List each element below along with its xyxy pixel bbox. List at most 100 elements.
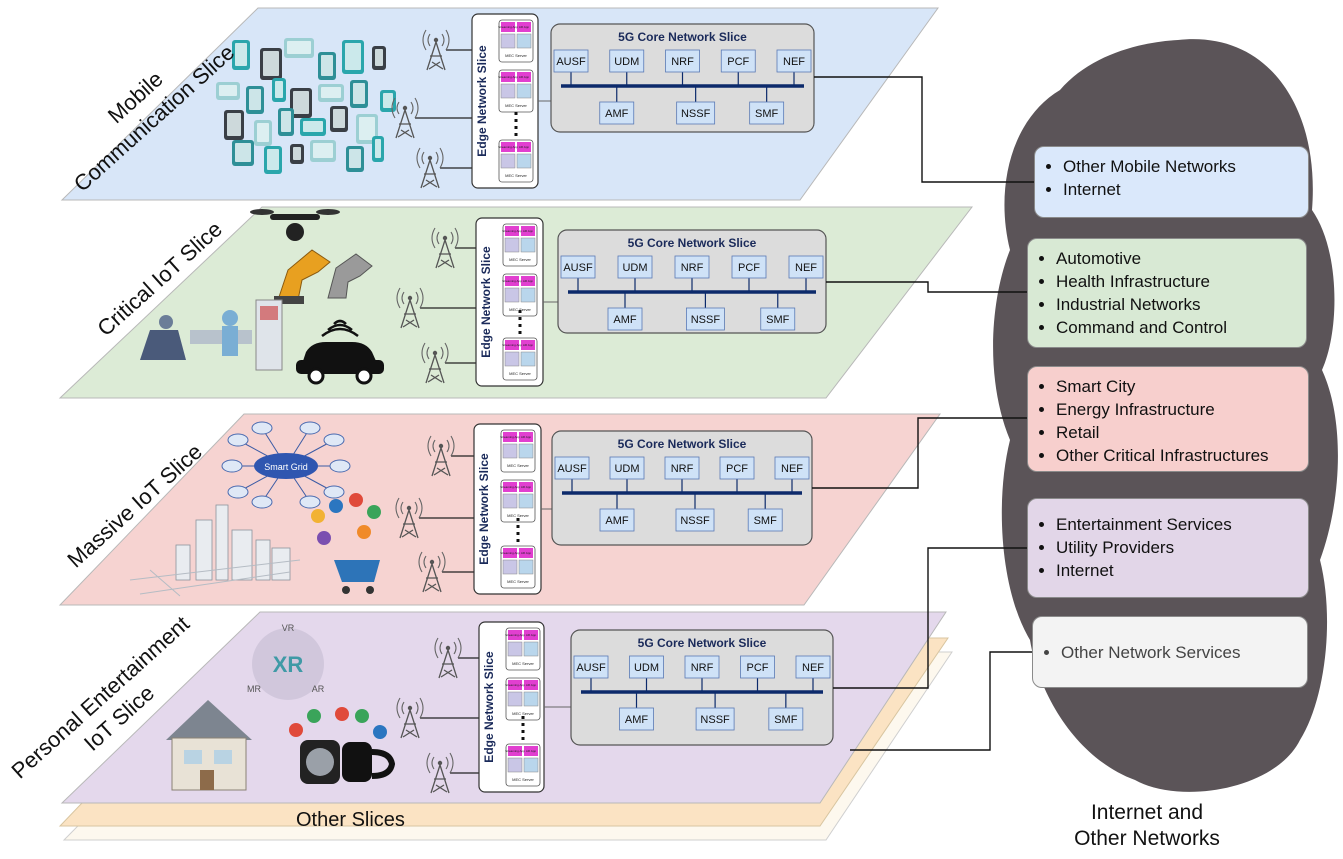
tower-waves: [422, 29, 450, 51]
nf-label-nssf: NSSF: [700, 714, 730, 726]
massive-iot-icons: Smart Grid: [129, 421, 381, 597]
xr-label: XR: [273, 652, 304, 677]
antenna-tower-icon: [427, 435, 455, 477]
tower-waves: [396, 697, 424, 719]
ar-app-label: AR App: [526, 633, 537, 637]
tower-waves: [431, 227, 459, 249]
other-slices-label: Other Slices: [296, 809, 405, 831]
server-block: [500, 83, 516, 99]
server-block: [516, 33, 532, 49]
streaming-app-block: [501, 142, 515, 152]
ar-app-block: [521, 226, 535, 236]
band-case: [342, 742, 372, 782]
phone-screen: [303, 121, 323, 132]
service-item: Utility Providers: [1056, 536, 1298, 559]
nf-label-nrf: NRF: [671, 463, 694, 475]
notification-bubble: [373, 725, 387, 739]
ar-app-label: AR App: [521, 435, 532, 439]
streaming-app-label: Streaming App: [498, 25, 518, 29]
service-item: Internet: [1056, 559, 1298, 582]
ellipsis-dot: [514, 119, 518, 122]
network-link: [812, 417, 1027, 489]
house-roof: [166, 700, 252, 740]
service-box-critical-iot: AutomotiveHealth InfrastructureIndustria…: [1027, 238, 1307, 348]
nf-box: [740, 655, 775, 679]
service-item: Internet: [1063, 178, 1298, 201]
xr-icon: XR VR MR AR: [247, 623, 325, 700]
nf-label-nef: NEF: [781, 463, 803, 475]
nf-label-amf: AMF: [605, 108, 629, 120]
mr-label: MR: [247, 684, 261, 694]
shopping-cart: [334, 560, 380, 582]
ellipsis-dot: [521, 737, 525, 740]
smartwatch-icon: [289, 707, 396, 784]
nf-label-smf: SMF: [754, 515, 778, 527]
ar-app-block: [524, 746, 538, 756]
nf-box: [795, 655, 831, 679]
nf-box: [686, 307, 725, 331]
edge-slice-title: Edge Network Slice: [475, 45, 489, 157]
surgical-robot-icon: [140, 299, 283, 371]
antenna-tower-icon: [431, 227, 459, 269]
watch-face: [306, 748, 334, 776]
tower-top: [437, 760, 443, 766]
vr-label: VR: [282, 623, 295, 633]
drone-icon: [250, 209, 340, 241]
ellipsis-dot: [516, 532, 520, 535]
server-block: [520, 237, 536, 253]
cart-wheel: [366, 586, 374, 594]
phone-screen: [249, 89, 261, 110]
ar-app-label: AR App: [523, 343, 534, 347]
service-item: Industrial Networks: [1056, 293, 1296, 316]
streaming-app-label: Streaming App: [500, 435, 520, 439]
service-item: Other Network Services: [1061, 641, 1297, 664]
smart-city-icon: [129, 504, 301, 597]
critical-iot-icons: [140, 209, 384, 385]
nf-box: [768, 707, 804, 731]
streaming-app-block: [503, 482, 517, 492]
nf-box: [664, 456, 700, 480]
robot-arm: [327, 253, 373, 299]
server-block: [500, 33, 516, 49]
xr-circle: [252, 628, 324, 700]
phone-screen: [345, 43, 361, 70]
ar-app-label: AR App: [523, 229, 534, 233]
nf-box: [665, 49, 700, 73]
grid-node: [227, 485, 249, 499]
nf-box: [573, 655, 609, 679]
smart-grid-label: Smart Grid: [264, 462, 308, 472]
ar-label: AR: [312, 684, 325, 694]
robot-arm-icon: [274, 249, 373, 304]
mec-server-label: MEC Server: [507, 463, 529, 468]
ar-app-block: [517, 22, 531, 32]
tower-top: [432, 350, 438, 356]
network-link: [833, 547, 1027, 689]
streaming-app-label: Streaming App: [502, 279, 522, 283]
ellipsis-dot: [516, 518, 520, 521]
tower-waves: [416, 147, 444, 169]
nf-label-nef: NEF: [783, 56, 805, 68]
ellipsis-dot: [514, 126, 518, 129]
nf-label-udm: UDM: [614, 463, 639, 475]
tower-top: [402, 105, 408, 111]
antenna-tower-icon: [426, 752, 454, 794]
service-item: Health Infrastructure: [1056, 270, 1296, 293]
nf-label-pcf: PCF: [747, 662, 769, 674]
nf-label-amf: AMF: [613, 314, 637, 326]
phone-screen: [267, 149, 279, 170]
phone-screen: [293, 91, 309, 114]
nf-box: [731, 255, 767, 279]
server-block: [504, 287, 520, 303]
tower-top: [429, 559, 435, 565]
tower-waves: [395, 497, 423, 519]
phone-screen: [235, 143, 251, 162]
